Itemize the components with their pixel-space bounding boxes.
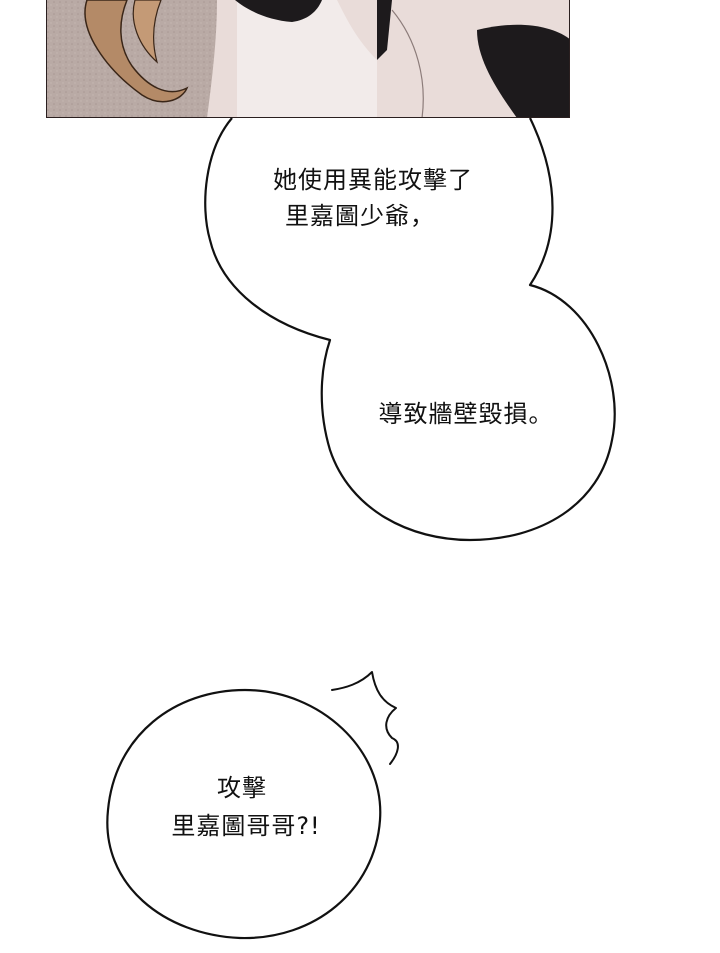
comic-panel-top xyxy=(46,0,570,118)
hair-strand xyxy=(132,0,162,64)
cloth-highlight xyxy=(237,0,377,117)
cloth-dark xyxy=(477,24,569,117)
cloth-dark xyxy=(377,0,392,60)
cloth-dark xyxy=(235,0,322,22)
speech-bubble-1 xyxy=(204,117,616,542)
bubble-1-line-2: 里嘉圖少爺， xyxy=(285,202,435,230)
bubble-3-line-2: 里嘉圖哥哥?! xyxy=(171,812,321,840)
hair-strand xyxy=(84,0,189,103)
bubble-1-line-1: 她使用異能攻擊了 xyxy=(273,166,473,194)
panel-illustration xyxy=(47,0,569,117)
emphasis-spike-mark xyxy=(331,671,399,765)
bubble-3-line-1: 攻擊 xyxy=(217,774,267,802)
bubble-2-line-1: 導致牆壁毀損。 xyxy=(378,400,554,428)
speech-bubble-3 xyxy=(106,688,382,940)
cloth-fold xyxy=(391,9,424,117)
